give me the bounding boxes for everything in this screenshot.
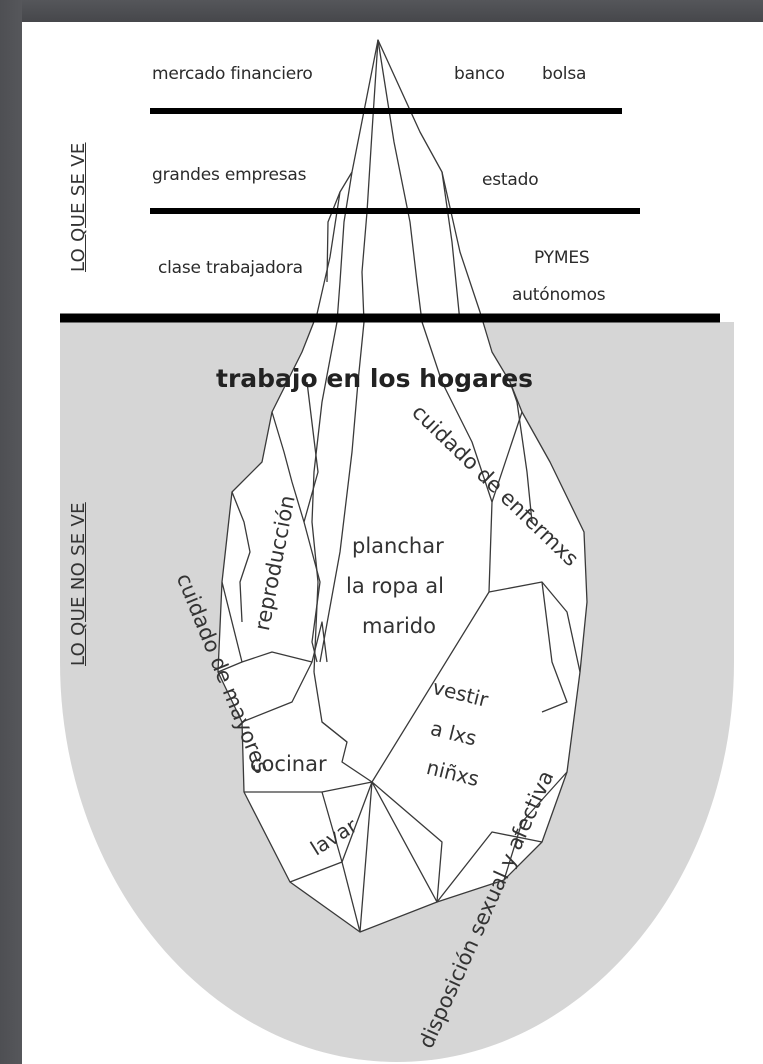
label-autonomos: autónomos	[512, 285, 606, 305]
label-la-ropa-al: la ropa al	[346, 574, 444, 598]
window-frame-left	[0, 0, 22, 1064]
label-banco: banco	[454, 64, 505, 84]
label-mercado-financiero: mercado financiero	[152, 64, 313, 84]
label-pymes: PYMES	[534, 248, 590, 268]
label-lo-que-se-ve: LO QUE SE VE	[68, 142, 89, 272]
iceberg	[217, 39, 588, 933]
label-planchar: planchar	[352, 534, 444, 558]
window-frame-top	[0, 0, 763, 22]
slide-canvas: LO QUE SE VE LO QUE NO SE VE mercado fin…	[22, 22, 763, 1064]
label-trabajo-en-los-hogares: trabajo en los hogares	[216, 364, 534, 393]
label-grandes-empresas: grandes empresas	[152, 165, 307, 185]
label-cocinar: cocinar	[250, 752, 327, 776]
label-clase-trabajadora: clase trabajadora	[158, 258, 303, 278]
label-estado: estado	[482, 170, 539, 190]
label-lo-que-no-se-ve: LO QUE NO SE VE	[68, 502, 89, 666]
label-marido: marido	[362, 614, 436, 638]
label-bolsa: bolsa	[542, 64, 587, 84]
iceberg-diagram	[60, 39, 734, 1062]
